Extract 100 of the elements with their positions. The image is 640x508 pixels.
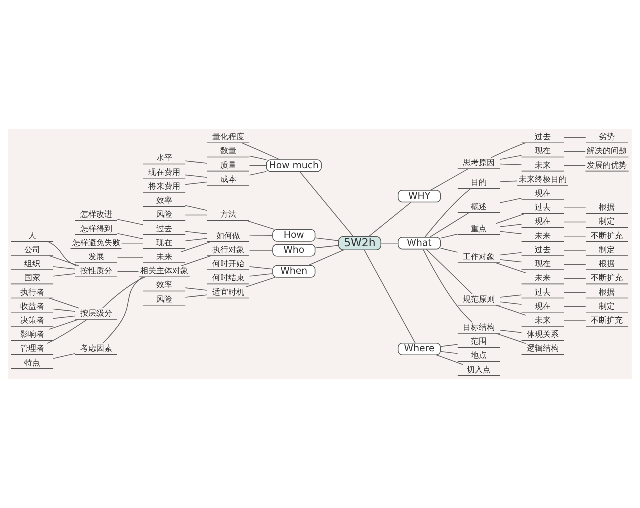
node-text: 如何做 xyxy=(216,231,240,240)
connector xyxy=(564,250,586,251)
connector xyxy=(53,353,76,360)
node-text: 过去 xyxy=(534,132,551,142)
node-text: 特点 xyxy=(24,358,40,368)
connector xyxy=(500,330,522,334)
connector xyxy=(121,243,144,244)
node-text: 现在费用 xyxy=(148,168,180,177)
connector xyxy=(246,220,276,230)
node-text: 过去 xyxy=(534,203,551,212)
node-text: 地点 xyxy=(471,351,488,360)
connector xyxy=(500,180,518,182)
connector xyxy=(185,231,208,234)
node-text: 切入点 xyxy=(467,365,492,374)
connector xyxy=(564,278,586,280)
connector xyxy=(500,155,522,160)
node-text: 未来终极目的 xyxy=(518,174,567,184)
connector xyxy=(500,164,522,166)
connector xyxy=(430,212,470,238)
node-text: 现在 xyxy=(534,217,551,226)
connector xyxy=(564,165,586,166)
connector xyxy=(249,250,274,251)
connector xyxy=(564,151,586,152)
connector xyxy=(48,242,78,267)
connector xyxy=(249,171,267,176)
node-text: 未来 xyxy=(534,231,551,240)
connector xyxy=(368,202,412,238)
connector xyxy=(436,354,464,366)
node-text: 未来 xyxy=(534,274,551,283)
node-text: 数量 xyxy=(220,146,236,156)
connector xyxy=(249,266,274,270)
node-box: How xyxy=(272,229,316,242)
node-box: What xyxy=(398,237,442,250)
connector xyxy=(500,224,522,228)
connector xyxy=(500,294,522,298)
connector xyxy=(185,214,208,216)
connector xyxy=(564,208,586,209)
connector xyxy=(440,344,458,348)
connector xyxy=(564,264,586,265)
connector xyxy=(185,238,208,242)
connector xyxy=(564,292,586,294)
connector xyxy=(564,320,586,322)
connector xyxy=(117,219,144,226)
node-text: 国家 xyxy=(24,274,40,283)
node-box: WHY xyxy=(398,190,442,203)
node-text: 量化程度 xyxy=(212,132,244,142)
node-text: 方法 xyxy=(220,210,236,220)
connector xyxy=(500,252,522,256)
node-text: 何时结束 xyxy=(212,274,244,283)
node-text: 人 xyxy=(28,231,36,240)
connector xyxy=(185,288,208,291)
connector xyxy=(426,249,474,295)
node-text: 现在 xyxy=(534,302,551,311)
connector xyxy=(496,333,526,344)
connector xyxy=(246,277,276,288)
node-text: 公司 xyxy=(24,245,40,254)
connector xyxy=(102,276,144,344)
node-text: 现在 xyxy=(534,189,551,198)
node-text: 考虑因素 xyxy=(80,344,112,354)
connector xyxy=(185,294,208,298)
node-text: 风险 xyxy=(156,294,172,304)
connector xyxy=(185,174,208,178)
connector xyxy=(440,248,458,253)
node-text: 管理者 xyxy=(20,344,44,354)
node-text: 现在 xyxy=(534,146,551,156)
node-text: 效率 xyxy=(156,196,172,206)
node-text: 根据 xyxy=(599,260,616,269)
node-text: 现在 xyxy=(156,238,172,248)
node-text: 怎样避免失败 xyxy=(72,238,120,248)
node-text: 组织 xyxy=(24,260,40,269)
connector xyxy=(53,308,76,312)
connector xyxy=(53,274,76,277)
connector xyxy=(496,305,526,316)
connector xyxy=(185,160,208,164)
connector xyxy=(500,302,522,305)
node-text: 根据 xyxy=(599,203,616,212)
node-text: 过去 xyxy=(534,245,551,254)
node-box: Where xyxy=(398,342,442,356)
node-text: 不断扩充 xyxy=(591,274,624,283)
node-text: 劣势 xyxy=(599,132,616,142)
connector xyxy=(49,319,80,330)
connector xyxy=(300,172,354,238)
connector xyxy=(364,250,416,344)
connector xyxy=(117,257,144,258)
node-text: 不断扩充 xyxy=(591,231,624,240)
connector xyxy=(117,233,144,240)
node-text: 怎样改进 xyxy=(80,210,112,220)
connector xyxy=(117,271,140,272)
node-text: 目标结构 xyxy=(463,323,496,332)
node-text: 未来 xyxy=(534,316,551,325)
node-text: 根据 xyxy=(599,288,616,297)
node-text: 怎样得到 xyxy=(80,224,112,234)
connector xyxy=(564,137,586,138)
node-text: 影响者 xyxy=(20,330,44,340)
connector xyxy=(249,235,274,236)
connector xyxy=(496,213,526,224)
connector xyxy=(315,245,340,249)
node-text: 过去 xyxy=(534,288,551,297)
node-box: How much xyxy=(266,160,322,172)
connector xyxy=(380,243,399,244)
